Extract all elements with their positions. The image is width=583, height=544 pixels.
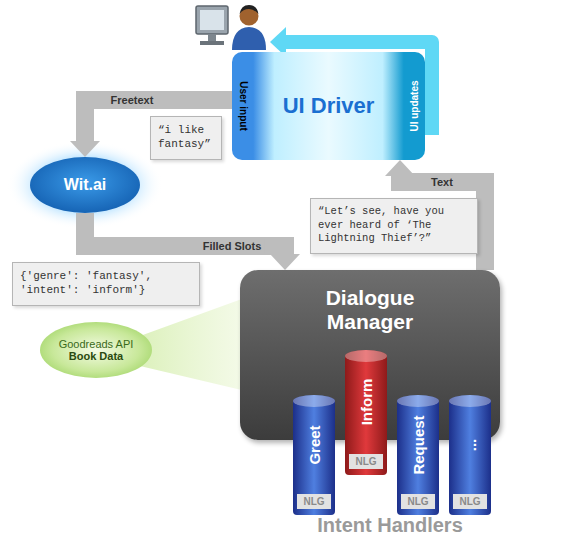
intent-name: Inform — [358, 379, 375, 426]
cylinder-top — [397, 395, 439, 407]
component-title: Dialogue Manager — [290, 286, 450, 334]
cylinder-top — [449, 395, 491, 407]
message-box: {'genre': 'fantasy', 'intent': 'inform'} — [12, 262, 200, 306]
flow-label: Freetext — [108, 93, 157, 107]
user-icon — [196, 5, 266, 50]
message-box: “Let’s see, have you ever heard of ‘The … — [310, 198, 478, 254]
message-text: “Let’s see, have you ever heard of ‘The … — [318, 205, 470, 246]
nlg-tag: NLG — [349, 454, 383, 469]
ellipse-shape — [30, 157, 140, 213]
data-source-ellipse: Goodreads APIBook Data — [40, 322, 152, 378]
flow-label: Filled Slots — [200, 239, 265, 253]
source-name: Goodreads API — [59, 338, 134, 350]
intent-name: Greet — [306, 425, 323, 464]
cylinder-body — [397, 395, 439, 515]
service-name: Wit.ai — [64, 176, 107, 194]
intent-name: ... — [462, 438, 479, 451]
intent-handler-cylinder: RequestNLG — [397, 395, 439, 515]
intent-name: Request — [410, 415, 427, 474]
data-beam — [140, 296, 250, 392]
message-text: “i like fantasy” — [158, 123, 214, 152]
service-ellipse: Wit.ai — [30, 157, 140, 213]
cylinder-body — [449, 395, 491, 515]
flow-arrow — [85, 213, 285, 254]
cylinder-top — [293, 395, 335, 407]
flow-label: UI updates — [409, 80, 420, 131]
cylinder-body — [345, 350, 387, 475]
cylinder-body — [293, 395, 335, 515]
cylinder-top — [345, 350, 387, 362]
ellipse-shape — [40, 322, 152, 378]
message-box: “i like fantasy” — [150, 116, 222, 160]
nlg-tag: NLG — [297, 494, 331, 509]
component-title: UI Driver — [283, 93, 375, 119]
intent-handler-cylinder: ... NLG — [449, 395, 491, 515]
source-detail: Book Data — [69, 350, 123, 362]
flow-label: Text — [428, 175, 456, 189]
nlg-tag: NLG — [453, 494, 487, 509]
ui-driver-box: UI Driver User input UI updates — [232, 52, 425, 160]
intent-handler-cylinder: GreetNLG — [293, 395, 335, 515]
message-text: {'genre': 'fantasy', 'intent': 'inform'} — [20, 269, 192, 298]
group-label: Intent Handlers — [285, 514, 495, 537]
intent-handler-cylinder: InformNLG — [345, 350, 387, 475]
nlg-tag: NLG — [401, 494, 435, 509]
flow-label: User input — [238, 81, 249, 130]
